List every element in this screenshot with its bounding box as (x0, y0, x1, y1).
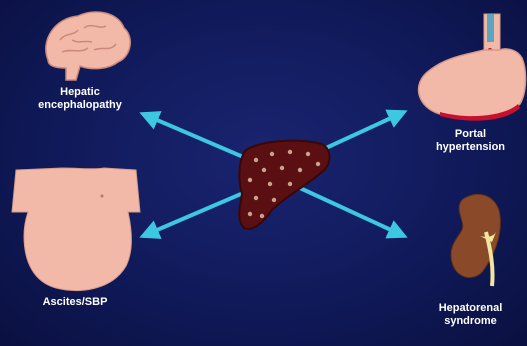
arrow-to-ascites (143, 188, 255, 236)
label-portal-hypertension: Portal hypertension (418, 128, 523, 154)
label-hepatorenal-syndrome: Hepatorenal syndrome (418, 302, 523, 328)
label-line: Hepatic (10, 86, 150, 99)
brain-icon (46, 12, 130, 80)
arrow-to-hepatorenal (300, 188, 404, 236)
label-line: encephalopathy (10, 99, 150, 112)
abdomen-icon (12, 168, 140, 290)
label-line: syndrome (418, 315, 523, 328)
label-line: Portal (418, 128, 523, 141)
label-line: hypertension (418, 141, 523, 154)
liver-icon (239, 141, 329, 229)
label-ascites-sbp: Ascites/SBP (20, 296, 130, 309)
label-hepatic-encephalopathy: Hepatic encephalopathy (10, 86, 150, 112)
label-line: Hepatorenal (418, 302, 523, 315)
stomach-icon (419, 14, 526, 121)
kidney-icon (451, 194, 500, 286)
arrow-to-encephalopathy (143, 114, 255, 162)
